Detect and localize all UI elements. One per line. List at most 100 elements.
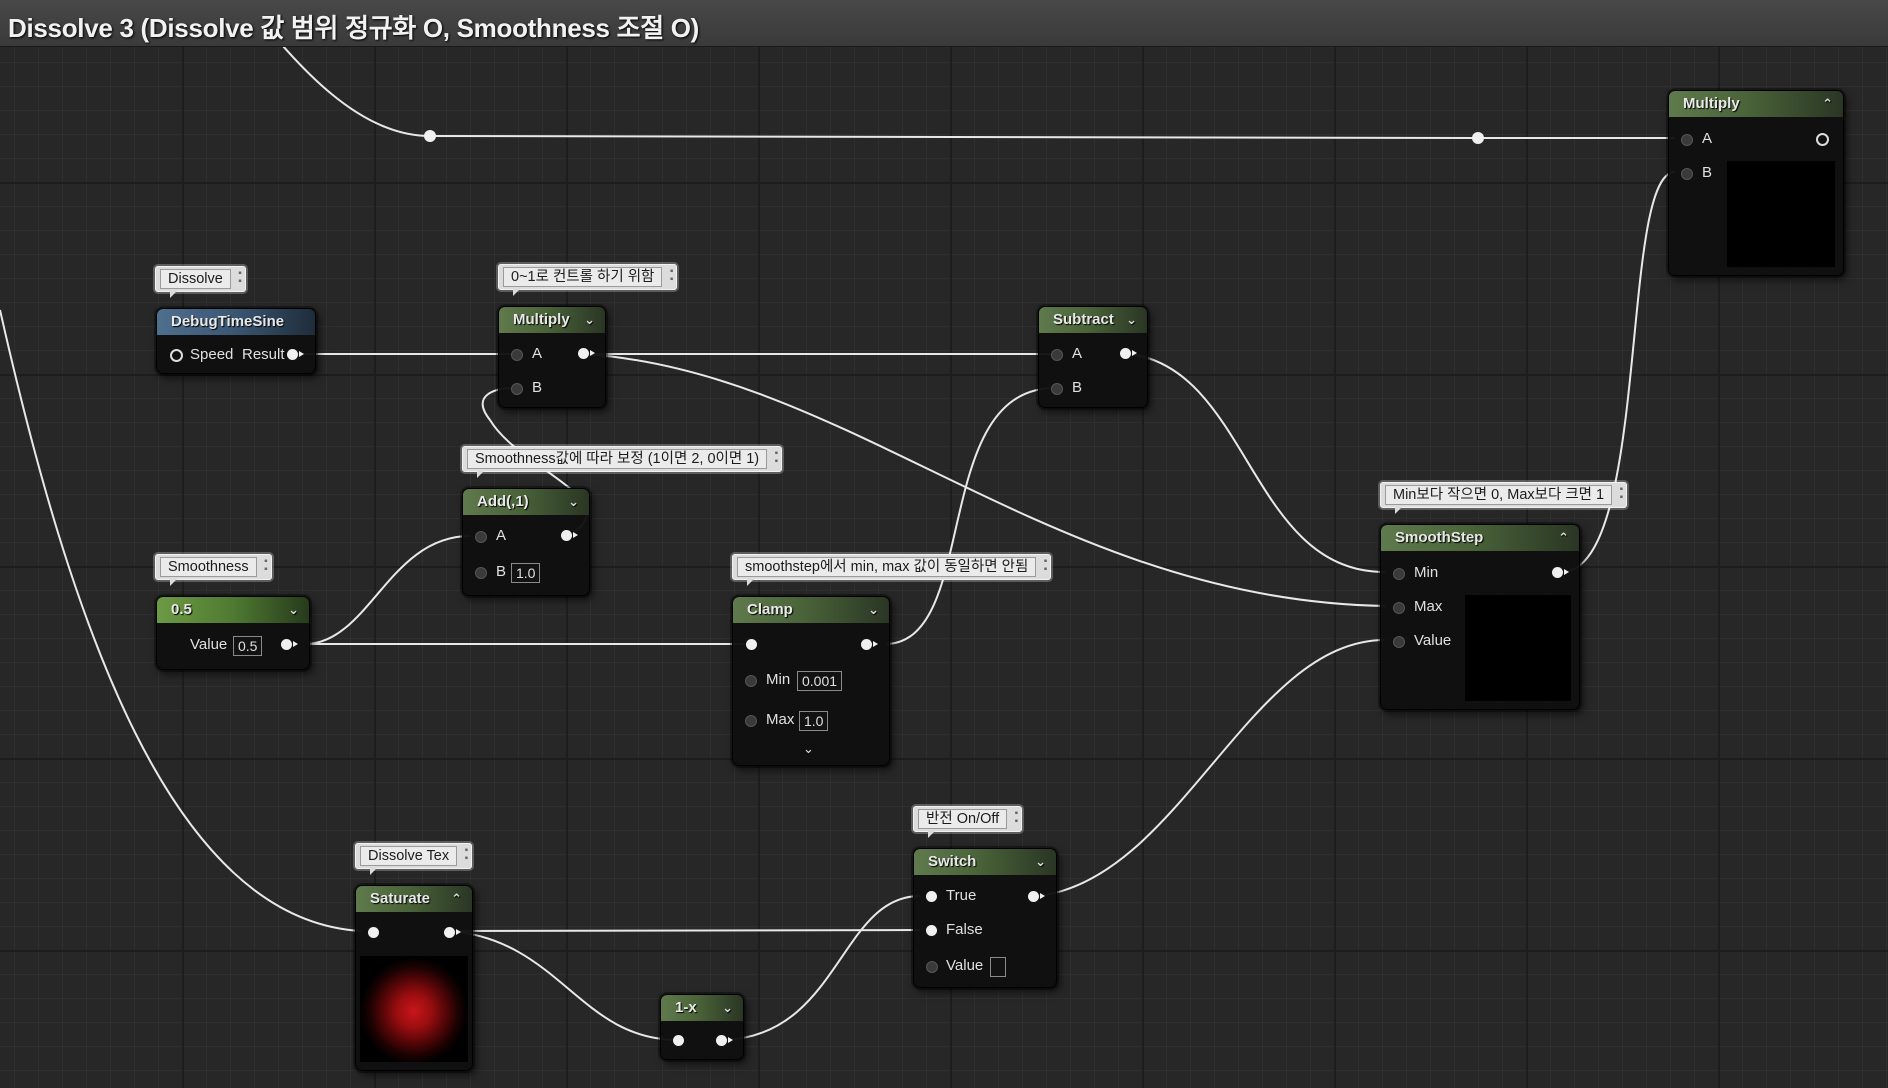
chevron-up-icon[interactable]: ⌃	[1822, 96, 1833, 111]
node-multiply-final[interactable]: Multiply⌃ A B	[1668, 90, 1844, 276]
pin-label-b: B	[496, 563, 507, 580]
wire-smoothstep-to-multiply-b	[1564, 171, 1676, 573]
pin-icon[interactable]: ▪▪	[1619, 484, 1624, 503]
b-input-pin[interactable]	[475, 567, 487, 579]
pin-icon[interactable]: ▪▪	[264, 556, 268, 575]
pin-label-a: A	[1072, 345, 1083, 362]
reroute-knot[interactable]	[424, 130, 436, 142]
pin-icon[interactable]: ▪▪	[464, 845, 469, 864]
chevron-up-icon[interactable]: ⌃	[1558, 530, 1569, 545]
min-input-pin[interactable]	[1393, 568, 1405, 580]
comment-dissolve-tex[interactable]: Dissolve Tex▪▪	[355, 843, 473, 875]
chevron-down-icon[interactable]: ⌄	[868, 602, 879, 617]
output-pin[interactable]	[1028, 891, 1045, 902]
node-one-minus[interactable]: 1-x⌄	[660, 994, 744, 1060]
node-smoothness-constant[interactable]: 0.5 ⌄ Value 0.5	[156, 596, 310, 670]
node-debug-time-sine[interactable]: DebugTimeSine Speed Result	[156, 308, 316, 374]
comment-clamp-note[interactable]: smoothstep에서 min, max 값이 동일하면 안됨▪▪	[732, 554, 1052, 586]
value-label: Value	[190, 636, 228, 653]
output-pin[interactable]	[561, 530, 578, 541]
output-pin[interactable]	[444, 927, 461, 938]
chevron-down-icon[interactable]: ⌄	[568, 494, 579, 509]
max-input-pin[interactable]	[745, 715, 757, 727]
pin-label-value: Value	[946, 957, 984, 974]
comment-multiply-range[interactable]: 0~1로 컨트롤 하기 위함▪▪	[498, 264, 678, 296]
pin-icon[interactable]: ▪▪	[1043, 556, 1048, 575]
node-header[interactable]: DebugTimeSine	[157, 309, 315, 335]
a-input-pin[interactable]	[1051, 349, 1063, 361]
node-title: 0.5	[171, 601, 192, 618]
value-field[interactable]: 0.5	[233, 636, 263, 656]
preview-thumbnail	[360, 956, 468, 1062]
input-pin[interactable]	[746, 639, 757, 650]
output-pin[interactable]	[861, 639, 878, 650]
node-header[interactable]: Clamp⌄	[733, 597, 889, 623]
chevron-down-icon[interactable]: ⌄	[1126, 312, 1137, 327]
node-add[interactable]: Add(,1)⌄ A B 1.0	[462, 488, 590, 596]
pin-label-min: Min	[1414, 564, 1439, 581]
reroute-knot[interactable]	[1472, 132, 1484, 144]
b-value-field[interactable]: 1.0	[511, 563, 541, 583]
node-header[interactable]: Saturate⌃	[356, 886, 472, 912]
chevron-down-icon[interactable]: ⌄	[803, 741, 814, 756]
comment-invert[interactable]: 반전 On/Off▪▪	[913, 806, 1023, 838]
comment-smoothness-adjust[interactable]: Smoothness값에 따라 보정 (1이면 2, 0이면 1)▪▪	[462, 446, 783, 478]
node-subtract[interactable]: Subtract⌄ A B	[1038, 306, 1148, 408]
node-header[interactable]: 1-x⌄	[661, 995, 743, 1021]
value-input-pin[interactable]	[1393, 636, 1405, 648]
max-value-field[interactable]: 1.0	[799, 711, 829, 731]
node-header[interactable]: Add(,1)⌄	[463, 489, 589, 515]
min-input-pin[interactable]	[745, 675, 757, 687]
input-pin[interactable]	[368, 927, 379, 938]
a-input-pin[interactable]	[475, 531, 487, 543]
value-input-pin[interactable]	[926, 961, 938, 973]
chevron-down-icon[interactable]: ⌄	[584, 312, 595, 327]
a-input-pin[interactable]	[511, 349, 523, 361]
node-switch[interactable]: Switch⌄ True False Value	[913, 848, 1057, 988]
pin-label-b: B	[532, 379, 543, 396]
pin-label-max: Max	[1414, 598, 1443, 615]
node-title: Multiply	[513, 311, 570, 328]
pin-icon[interactable]: ▪▪	[669, 266, 674, 285]
pin-icon[interactable]: ▪▪	[1014, 808, 1019, 827]
pin-icon[interactable]: ▪▪	[238, 268, 242, 287]
comment-dissolve[interactable]: Dissolve▪▪	[155, 266, 246, 298]
node-clamp[interactable]: Clamp⌄ Min 0.001 Max 1.0 ⌄	[732, 596, 890, 766]
chevron-down-icon[interactable]: ⌄	[288, 602, 299, 617]
b-input-pin[interactable]	[1051, 383, 1063, 395]
output-pin[interactable]	[716, 1035, 733, 1046]
pin-icon[interactable]: ▪▪	[774, 448, 779, 467]
output-pin[interactable]	[1552, 567, 1569, 578]
node-smoothstep[interactable]: SmoothStep⌃ Min Max Value	[1380, 524, 1580, 710]
wire-smoothness-to-add	[307, 535, 471, 645]
pin-label-min: Min	[766, 671, 791, 688]
node-header[interactable]: 0.5 ⌄	[157, 597, 309, 623]
output-pin[interactable]	[1120, 348, 1137, 359]
node-header[interactable]: Subtract⌄	[1039, 307, 1147, 333]
node-header[interactable]: Switch⌄	[914, 849, 1056, 875]
node-header[interactable]: Multiply ⌄	[499, 307, 605, 333]
max-input-pin[interactable]	[1393, 602, 1405, 614]
node-saturate[interactable]: Saturate⌃	[355, 885, 473, 1071]
input-pin[interactable]	[673, 1035, 684, 1046]
b-input-pin[interactable]	[1681, 168, 1693, 180]
speed-input-pin[interactable]	[170, 349, 183, 362]
chevron-down-icon[interactable]: ⌄	[1035, 854, 1046, 869]
node-multiply[interactable]: Multiply⌄ A B	[498, 306, 606, 408]
node-header[interactable]: Multiply⌃	[1669, 91, 1843, 117]
result-output-pin[interactable]	[287, 349, 304, 360]
node-header[interactable]: SmoothStep⌃	[1381, 525, 1579, 551]
comment-smoothness[interactable]: Smoothness▪▪	[155, 554, 272, 586]
output-pin[interactable]	[281, 639, 298, 650]
false-input-pin[interactable]	[926, 925, 937, 936]
output-pin[interactable]	[578, 348, 595, 359]
output-pin[interactable]	[1816, 133, 1829, 146]
true-input-pin[interactable]	[926, 891, 937, 902]
min-value-field[interactable]: 0.001	[797, 671, 843, 691]
comment-smoothstep-note[interactable]: Min보다 작으면 0, Max보다 크면 1▪▪	[1380, 482, 1628, 514]
chevron-down-icon[interactable]: ⌄	[722, 1000, 733, 1015]
a-input-pin[interactable]	[1681, 134, 1693, 146]
chevron-up-icon[interactable]: ⌃	[451, 891, 462, 906]
b-input-pin[interactable]	[511, 383, 523, 395]
value-checkbox[interactable]	[990, 957, 1006, 977]
